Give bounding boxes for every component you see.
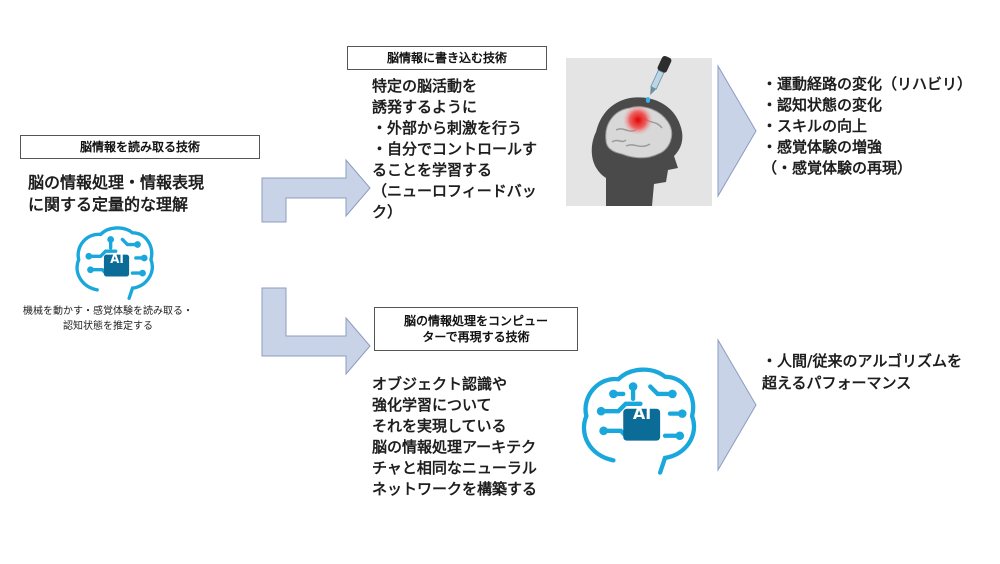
- chevron-arrow-top: [717, 64, 757, 198]
- write-result-line-5: （・感覚体験の再現）: [762, 159, 913, 177]
- read-caption-line-2: 認知状態を推定する: [63, 321, 153, 332]
- write-body-line-1: 特定の脳活動を: [372, 77, 478, 95]
- ai-brain-icon-left: [75, 226, 154, 300]
- computer-body-line-4: 脳の情報処理アーキテク: [372, 438, 537, 456]
- write-tech-results: ・運動経路の変化（リハビリ） ・認知状態の変化 ・スキルの向上 ・感覚体験の増強…: [762, 74, 972, 179]
- read-tech-caption: 機械を動かす・感覚体験を読み取る・ 認知状態を推定する: [8, 304, 208, 334]
- write-body-line-4: ・自分でコントロールす: [372, 140, 538, 158]
- write-body-line-5: ることを学習する: [372, 161, 493, 179]
- read-tech-title: 脳情報を読み取る技術: [79, 139, 200, 154]
- read-desc-line-2: に関する定量的な理解: [28, 195, 189, 214]
- computer-title-line-1: 脳の情報処理をコンピュー: [403, 313, 548, 328]
- computer-tech-title-box: 脳の情報処理をコンピュー ターで再現する技術: [374, 307, 578, 351]
- write-body-line-3: ・外部から刺激を行う: [372, 119, 523, 137]
- computer-body-line-5: チャと相同なニューラル: [372, 459, 537, 477]
- ai-brain-icon-right: [581, 367, 697, 475]
- computer-body-line-1: オブジェクト認識や: [372, 375, 508, 393]
- write-tech-title-box: 脳情報に書き込む技術: [347, 46, 547, 70]
- computer-result-line-2: 超えるパフォーマンス: [762, 374, 912, 392]
- write-result-line-2: ・認知状態の変化: [762, 96, 883, 114]
- write-result-line-3: ・スキルの向上: [762, 117, 868, 135]
- computer-result-line-1: ・人間/従来のアルゴリズムを: [762, 352, 963, 370]
- write-result-line-1: ・運動経路の変化（リハビリ）: [762, 75, 973, 93]
- ai-chip-label-left: AI: [110, 252, 124, 266]
- chevron-arrow-bottom: [717, 338, 757, 472]
- write-tech-body: 特定の脳活動を 誘発するように ・外部から刺激を行う ・自分でコントロールす る…: [372, 76, 537, 223]
- head-dropper-illustration: [566, 55, 712, 206]
- read-tech-title-box: 脳情報を読み取る技術: [20, 135, 260, 159]
- computer-tech-body: オブジェクト認識や 強化学習について それを実現している 脳の情報処理アーキテク…: [372, 374, 537, 500]
- write-body-line-7: ク）: [372, 203, 403, 221]
- ai-chip-label-right: AI: [632, 404, 652, 423]
- computer-title-line-2: ターで再現する技術: [422, 330, 530, 344]
- computer-tech-results: ・人間/従来のアルゴリズムを 超えるパフォーマンス: [762, 350, 962, 394]
- read-caption-line-1: 機械を動かす・感覚体験を読み取る・: [23, 306, 193, 317]
- write-tech-title: 脳情報に書き込む技術: [386, 50, 507, 65]
- write-body-line-2: 誘発するように: [372, 98, 478, 116]
- computer-body-line-2: 強化学習について: [372, 396, 492, 414]
- read-desc-line-1: 脳の情報処理・情報表現: [28, 173, 205, 192]
- write-body-line-6: （ニューロフィードバッ: [372, 182, 537, 200]
- computer-body-line-3: それを実現している: [372, 417, 507, 435]
- computer-body-line-6: ネットワークを構築する: [372, 480, 538, 498]
- write-result-line-4: ・感覚体験の増強: [762, 138, 883, 156]
- read-tech-description: 脳の情報処理・情報表現 に関する定量的な理解: [28, 172, 204, 216]
